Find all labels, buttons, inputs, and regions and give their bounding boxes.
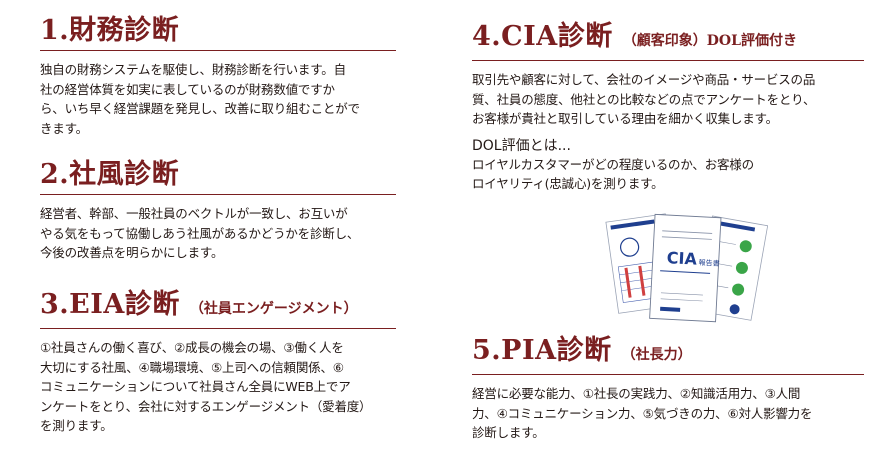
body-line: コミュニケーションについて社員さん全員にWEB上でア [40, 379, 351, 394]
section-financial-diagnosis: 1.財務診断 独自の財務システムを駆使し、財務診断を行います。自 社の経営体質を… [40, 14, 396, 138]
body-line: 社の経営体質を如実に表しているのが財務数値ですか [40, 81, 335, 97]
section-body: 独自の財務システムを駆使し、財務診断を行います。自 社の経営体質を如実に表してい… [40, 60, 396, 138]
section-heading: 5.PIA診断（社長力） [472, 335, 692, 366]
body-line: 質、社員の態度、他社との比較などの点でアンケートをとり、 [472, 91, 816, 107]
body-line: お客様が貴社と取引している理由を細かく収集します。 [472, 111, 778, 126]
report-cover-subtitle: 報告書 [698, 258, 719, 268]
body-line: 今後の改善点を明らかにします。 [40, 245, 224, 260]
body-line: 取引先や顧客に対して、会社のイメージや商品・サービスの品 [472, 72, 816, 87]
section-body: 取引先や顧客に対して、会社のイメージや商品・サービスの品 質、社員の態度、他社と… [472, 70, 864, 129]
body-line: 経営に必要な能力、①社長の実践力、②知識活用力、③人間 [472, 386, 801, 401]
report-cover-title: CIA [666, 248, 698, 269]
body-line: を測ります。 [40, 418, 113, 433]
report-pages-svg: CIA 報告書 [605, 213, 769, 323]
heading-rule [472, 374, 864, 375]
dol-title: DOL評価とは... [472, 137, 571, 154]
body-line: やる気をもって協働しあう社風があるかどうかを診断し、 [40, 225, 360, 241]
section-body: ①社員さんの働く喜び、②成長の機会の場、③働く人を 大切にする社風、④職場環境、… [40, 338, 396, 436]
body-line: ロイヤルカスタマーがどの程度いるのか、お客様の [472, 156, 754, 172]
section-heading: 1.財務診断 [40, 15, 180, 46]
section-heading: 2.社風診断 [40, 159, 180, 190]
section-body: 経営に必要な能力、①社長の実践力、②知識活用力、③人間 力、④コミュニケーション… [472, 384, 864, 443]
dol-description: ロイヤルカスタマーがどの程度いるのか、お客様の ロイヤリティ(忠誠心)を測ります… [472, 155, 864, 194]
heading-rule [472, 60, 864, 61]
body-line: ら、いち早く経営課題を発見し、改善に取り組むことがで [40, 101, 360, 116]
section-body: 経営者、幹部、一般社員のベクトルが一致し、お互いが やる気をもって協働しあう社風… [40, 204, 396, 263]
section-culture-diagnosis: 2.社風診断 経営者、幹部、一般社員のベクトルが一致し、お互いが やる気をもって… [40, 158, 396, 263]
body-line: 診断します。 [472, 425, 545, 440]
body-line: ンケートをとり、会社に対するエンゲージメント（愛着度） [40, 398, 372, 414]
heading-subtitle: （社員エンゲージメント） [189, 301, 358, 317]
section-heading: 4.CIA診断（顧客印象）DOL評価付き [472, 21, 797, 52]
body-line: ロイヤリティ(忠誠心)を測ります。 [472, 176, 664, 191]
section-cia-diagnosis: 4.CIA診断（顧客印象）DOL評価付き 取引先や顧客に対して、会社のイメージや… [472, 20, 864, 194]
body-line: 大切にする社風、④職場環境、⑤上司への信頼関係、⑥ [40, 359, 344, 375]
heading-subtitle: （社長力） [621, 347, 692, 363]
cia-report-illustration: CIA 報告書 [600, 208, 769, 338]
section-pia-diagnosis: 5.PIA診断（社長力） 経営に必要な能力、①社長の実践力、②知識活用力、③人間… [472, 334, 864, 443]
body-line: 独自の財務システムを駆使し、財務診断を行います。自 [40, 62, 346, 77]
heading-rule [40, 328, 396, 329]
section-heading: 3.EIA診断（社員エンゲージメント） [40, 289, 358, 320]
heading-rule [40, 50, 396, 51]
body-line: ①社員さんの働く喜び、②成長の機会の場、③働く人を [40, 340, 344, 355]
section-eia-diagnosis: 3.EIA診断（社員エンゲージメント） ①社員さんの働く喜び、②成長の機会の場、… [40, 288, 396, 436]
heading-rule [40, 194, 396, 195]
body-line: 経営者、幹部、一般社員のベクトルが一致し、お互いが [40, 206, 348, 221]
body-line: きます。 [40, 120, 88, 136]
heading-subtitle: （顧客印象）DOL評価付き [622, 33, 797, 49]
body-line: 力、④コミュニケーション力、⑤気づきの力、⑥対人影響力を [472, 405, 813, 421]
